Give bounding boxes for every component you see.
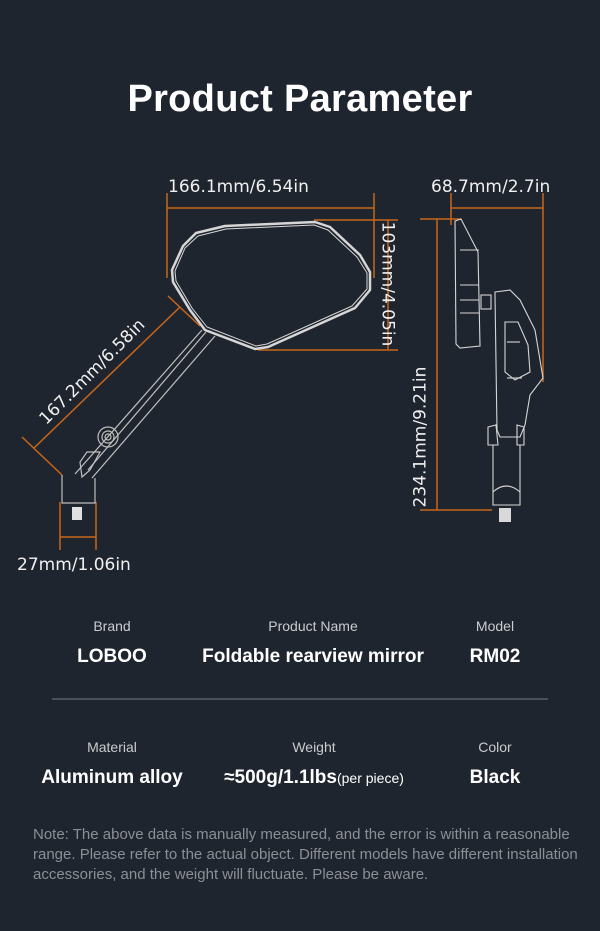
param-label: Brand: [93, 618, 131, 634]
total-height-label: 234.1mm/9.21in: [410, 366, 431, 508]
param-model: Model RM02: [440, 618, 550, 668]
param-value: Aluminum alloy: [41, 767, 183, 788]
side-depth-label: 68.7mm/2.7in: [431, 177, 551, 197]
mirror-width-label: 166.1mm/6.54in: [168, 177, 309, 197]
param-label: Model: [475, 618, 515, 634]
front-mirror-outline: [170, 220, 372, 351]
param-brand: Brand LOBOO: [52, 618, 172, 668]
dimension-lines: [21, 193, 544, 550]
disclaimer-note: Note: The above data is manually measure…: [33, 826, 578, 883]
param-label: Color: [478, 739, 512, 755]
param-value: Foldable rearview mirror: [202, 646, 424, 667]
param-value: RM02: [469, 646, 521, 667]
front-arm-outline: [61, 329, 216, 520]
page-title: Product Parameter: [127, 78, 473, 120]
base-width-label: 27mm/1.06in: [17, 555, 131, 575]
param-label: Product Name: [268, 618, 358, 634]
param-weight: Weight ≈500g/1.1lbs(per piece): [200, 739, 428, 789]
mirror-dimension-diagram: [21, 193, 544, 550]
param-color: Color Black: [440, 739, 550, 789]
param-value: LOBOO: [77, 646, 147, 667]
weight-suffix: (per piece): [336, 770, 404, 786]
side-view-outline: [454, 218, 544, 522]
param-label: Material: [87, 739, 137, 755]
mirror-height-label: 103mm/4.05in: [377, 221, 398, 347]
section-divider: [52, 698, 548, 700]
param-material: Material Aluminum alloy: [22, 739, 202, 789]
param-label: Weight: [292, 739, 336, 755]
param-product-name: Product Name Foldable rearview mirror: [182, 618, 444, 668]
param-value: ≈500g/1.1lbs(per piece): [200, 767, 428, 789]
weight-value: ≈500g/1.1lbs: [224, 767, 337, 788]
param-value: Black: [469, 767, 521, 788]
